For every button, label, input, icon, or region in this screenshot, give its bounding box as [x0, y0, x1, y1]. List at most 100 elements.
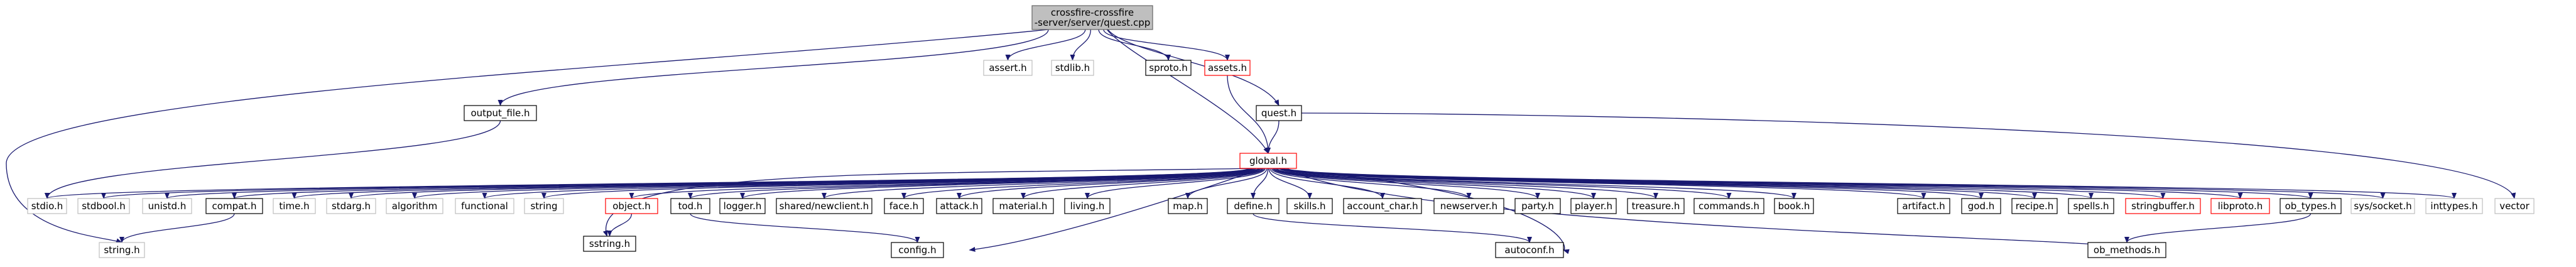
node-box-face: [884, 198, 924, 214]
node-box-sstring: [583, 236, 636, 252]
node-box-artifact: [1897, 198, 1950, 214]
node-ob_methods[interactable]: ob_methods.h: [2087, 242, 2166, 258]
edge-global-to-newserver: [1271, 168, 1472, 199]
node-living[interactable]: living.h: [1064, 198, 1111, 214]
node-treasure[interactable]: treasure.h: [1627, 198, 1685, 214]
edge-global-to-newclient: [822, 168, 1261, 199]
node-label-unistd: unistd.h: [148, 200, 187, 212]
node-quest[interactable]: quest.h: [1256, 105, 1302, 121]
node-face[interactable]: face.h: [884, 198, 924, 214]
edge-root-to-assets: [1103, 29, 1230, 61]
node-label-config: config.h: [898, 244, 936, 256]
edge-global-to-algorithm: [412, 168, 1254, 199]
node-label-vector: vector: [2499, 200, 2530, 212]
node-label-player: player.h: [1575, 200, 1612, 212]
node-label-stdlib: stdlib.h: [1055, 62, 1090, 74]
node-stdlib: stdlib.h: [1051, 60, 1094, 76]
node-newserver[interactable]: newserver.h: [1433, 198, 1504, 214]
node-box-root: [1031, 5, 1153, 30]
node-box-tod: [670, 198, 710, 214]
node-label-time: time.h: [279, 200, 309, 212]
node-object[interactable]: object.h: [605, 198, 658, 214]
node-skills[interactable]: skills.h: [1286, 198, 1333, 214]
node-label-newserver: newserver.h: [1440, 200, 1497, 212]
edge-root-to-global: [1106, 29, 1269, 154]
node-box-skills: [1286, 198, 1333, 214]
node-tod[interactable]: tod.h: [670, 198, 710, 214]
node-label-libproto: libproto.h: [2218, 200, 2263, 212]
node-global[interactable]: global.h: [1239, 153, 1297, 169]
node-define[interactable]: define.h: [1227, 198, 1280, 214]
node-stringbuffer[interactable]: stringbuffer.h: [2125, 198, 2201, 214]
edge-global-to-party: [1272, 168, 1540, 199]
node-autoconf[interactable]: autoconf.h: [1495, 242, 1564, 258]
node-box-stdarg: [326, 198, 376, 214]
node-logger[interactable]: logger.h: [719, 198, 766, 214]
node-account_char[interactable]: account_char.h: [1343, 198, 1422, 214]
node-box-algorithm: [386, 198, 443, 214]
node-assets[interactable]: assets.h: [1204, 60, 1251, 76]
node-box-socket: [2350, 198, 2415, 214]
node-box-party: [1514, 198, 1561, 214]
node-spells[interactable]: spells.h: [2068, 198, 2114, 214]
node-string: string: [524, 198, 564, 214]
node-box-inttypes: [2425, 198, 2483, 214]
node-party[interactable]: party.h: [1514, 198, 1561, 214]
node-attack[interactable]: attack.h: [936, 198, 982, 214]
node-box-ob_methods: [2087, 242, 2166, 258]
node-root[interactable]: crossfire-crossfire-server/server/quest.…: [1031, 5, 1153, 30]
edge-tod-to-config: [690, 213, 920, 243]
node-box-vector: [2494, 198, 2535, 214]
node-box-book: [1774, 198, 1814, 214]
edge-global-to-config: [969, 168, 1263, 252]
node-ob_types[interactable]: ob_types.h: [2280, 198, 2342, 214]
node-newclient[interactable]: shared/newclient.h: [776, 198, 872, 214]
edge-assets-to-global: [1227, 75, 1271, 154]
node-player[interactable]: player.h: [1570, 198, 1617, 214]
node-label-ob_types: ob_types.h: [2285, 200, 2337, 212]
node-box-stdio: [27, 198, 67, 214]
node-output_file[interactable]: output_file.h: [464, 105, 537, 121]
node-libproto[interactable]: libproto.h: [2210, 198, 2270, 214]
node-label-logger: logger.h: [724, 200, 762, 212]
edge-global-to-logger: [740, 168, 1260, 199]
node-sstring[interactable]: sstring.h: [583, 236, 636, 252]
node-map[interactable]: map.h: [1168, 198, 1208, 214]
node-label-treasure: treasure.h: [1632, 200, 1680, 212]
node-stdio: stdio.h: [27, 198, 67, 214]
node-label-socket: sys/socket.h: [2354, 200, 2411, 212]
node-label-tod: tod.h: [678, 200, 703, 212]
node-config[interactable]: config.h: [891, 242, 944, 258]
edge-global-to-ob_methods: [1282, 168, 2102, 248]
edge-root-to-string_h: [6, 29, 1049, 243]
node-layer: crossfire-crossfire-server/server/quest.…: [27, 5, 2535, 258]
node-box-living: [1064, 198, 1111, 214]
node-label-functional: functional: [461, 200, 508, 212]
node-box-account_char: [1343, 198, 1422, 214]
node-label-compat: compat.h: [212, 200, 257, 212]
node-label-account_char: account_char.h: [1347, 200, 1418, 212]
node-label-recipe: recipe.h: [2016, 200, 2054, 212]
node-label-string_h: string.h: [104, 244, 139, 256]
node-box-assert: [983, 60, 1033, 76]
node-artifact[interactable]: artifact.h: [1897, 198, 1950, 214]
node-god[interactable]: god.h: [1961, 198, 2001, 214]
node-box-ob_types: [2280, 198, 2342, 214]
edge-object-to-sstring: [607, 213, 633, 237]
node-sproto[interactable]: sproto.h: [1145, 60, 1192, 76]
node-box-object: [605, 198, 658, 214]
node-box-output_file: [464, 105, 537, 121]
node-material[interactable]: material.h: [992, 198, 1054, 214]
node-compat[interactable]: compat.h: [205, 198, 263, 214]
node-label-sproto: sproto.h: [1149, 62, 1187, 74]
node-book[interactable]: book.h: [1774, 198, 1814, 214]
node-recipe[interactable]: recipe.h: [2011, 198, 2058, 214]
node-box-stdlib: [1051, 60, 1094, 76]
node-commands[interactable]: commands.h: [1693, 198, 1764, 214]
edge-global-to-stringbuffer: [1283, 168, 2165, 199]
node-box-quest: [1256, 105, 1302, 121]
node-box-material: [992, 198, 1054, 214]
edge-layer: [6, 29, 2516, 254]
node-label-root: -server/server/quest.cpp: [1035, 17, 1151, 28]
node-box-string: [524, 198, 564, 214]
